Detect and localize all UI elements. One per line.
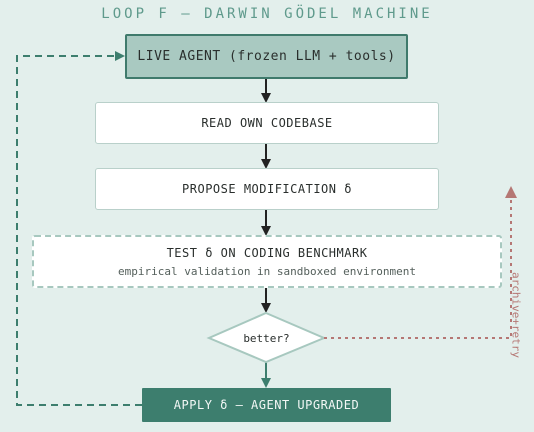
live-agent-label: LIVE AGENT (frozen LLM + tools) bbox=[137, 49, 396, 64]
apply-upgrade-box: APPLY δ — AGENT UPGRADED bbox=[142, 388, 391, 422]
decision-label: better? bbox=[243, 331, 290, 345]
archive-retry-arrow bbox=[324, 186, 517, 339]
decision-diamond bbox=[206, 311, 327, 364]
test-benchmark-label: TEST δ ON CODING BENCHMARK bbox=[166, 245, 368, 260]
live-agent-box: LIVE AGENT (frozen LLM + tools) bbox=[125, 34, 408, 79]
propose-modification-box: PROPOSE MODIFICATION δ bbox=[95, 168, 439, 210]
test-benchmark-subtitle: empirical validation in sandboxed enviro… bbox=[117, 264, 416, 278]
propose-modification-label: PROPOSE MODIFICATION δ bbox=[182, 182, 352, 196]
read-codebase-box: READ OWN CODEBASE bbox=[95, 102, 439, 144]
read-codebase-label: READ OWN CODEBASE bbox=[201, 116, 333, 130]
archive-retry-label: archive+retry bbox=[509, 271, 523, 359]
diagram-title: LOOP F — DARWIN GÖDEL MACHINE bbox=[101, 6, 433, 22]
apply-upgrade-label: APPLY δ — AGENT UPGRADED bbox=[173, 398, 360, 412]
feedback-loop-arrow bbox=[16, 51, 142, 406]
test-benchmark-box: TEST δ ON CODING BENCHMARK empirical val… bbox=[32, 235, 502, 288]
